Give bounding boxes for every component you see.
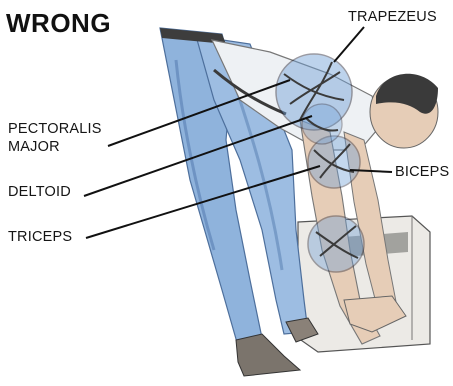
label-pectoralis-line2: MAJOR [8,138,102,156]
label-pectoralis-line1: PECTORALIS [8,120,102,138]
label-deltoid: DELTOID [8,183,71,201]
label-biceps: BICEPS [395,163,449,181]
muscle-lens-forearm [308,216,364,272]
heading-wrong: WRONG [6,8,111,39]
muscle-lens-deltoid [308,136,360,188]
label-triceps: TRICEPS [8,228,72,246]
label-trapezeus: TRAPEZEUS [348,8,437,26]
head [370,74,438,148]
label-pectoralis-major: PECTORALIS MAJOR [8,120,102,156]
muscle-lens-pectoralis [302,104,342,144]
